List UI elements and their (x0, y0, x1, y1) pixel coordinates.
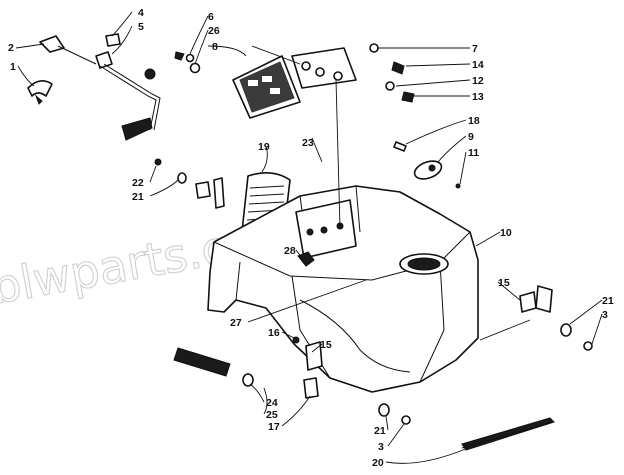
callout-5: 5 (138, 21, 144, 33)
gauge-bracket (291, 47, 357, 89)
lower-bracket-group (292, 336, 323, 399)
callout-17: 17 (268, 421, 280, 433)
callout-16: 16 (268, 327, 280, 339)
callout-2: 2 (8, 42, 14, 54)
callout-12: 12 (472, 75, 484, 87)
flange-assembly (393, 141, 461, 189)
callout-8: 8 (212, 41, 218, 53)
callout-15b: 15 (320, 339, 332, 351)
callout-24: 24 (266, 397, 278, 409)
callout-21a: 21 (132, 191, 144, 203)
console-housing (207, 185, 479, 393)
lower-fastener-group (378, 403, 411, 425)
callout-28: 28 (284, 245, 296, 257)
callout-22: 22 (132, 177, 144, 189)
callout-3b: 3 (378, 441, 384, 453)
callout-3a: 3 (602, 309, 608, 321)
gauge-mount-plate (232, 55, 301, 119)
callout-21b: 21 (602, 295, 614, 307)
callout-4: 4 (138, 7, 144, 19)
callout-23: 23 (302, 137, 314, 149)
callout-11: 11 (468, 147, 479, 159)
callout-25: 25 (266, 409, 278, 421)
callout-7: 7 (472, 43, 478, 55)
callout-18: 18 (468, 115, 480, 127)
right-side-bracket (519, 285, 593, 351)
callout-14: 14 (472, 59, 484, 71)
throttle-lever-assembly (27, 33, 201, 141)
callout-6: 6 (208, 11, 214, 23)
callout-1: 1 (10, 61, 16, 73)
callout-21c: 21 (374, 425, 386, 437)
trim-strip (461, 417, 555, 451)
callout-13: 13 (472, 91, 484, 103)
callout-labels: 1 2 4 5 6 26 8 7 14 12 13 18 9 11 23 19 … (8, 7, 614, 469)
callout-19: 19 (258, 141, 270, 153)
callout-27: 27 (230, 317, 242, 329)
callout-20: 20 (372, 457, 384, 469)
callout-9: 9 (468, 131, 474, 143)
left-fastener-group (154, 158, 225, 209)
hardware-group-upper-right (369, 43, 415, 103)
emblem-badge (173, 347, 254, 387)
callout-26: 26 (208, 25, 220, 37)
leader-lines (15, 11, 603, 464)
callout-15a: 15 (498, 277, 510, 289)
callout-10: 10 (500, 227, 512, 239)
